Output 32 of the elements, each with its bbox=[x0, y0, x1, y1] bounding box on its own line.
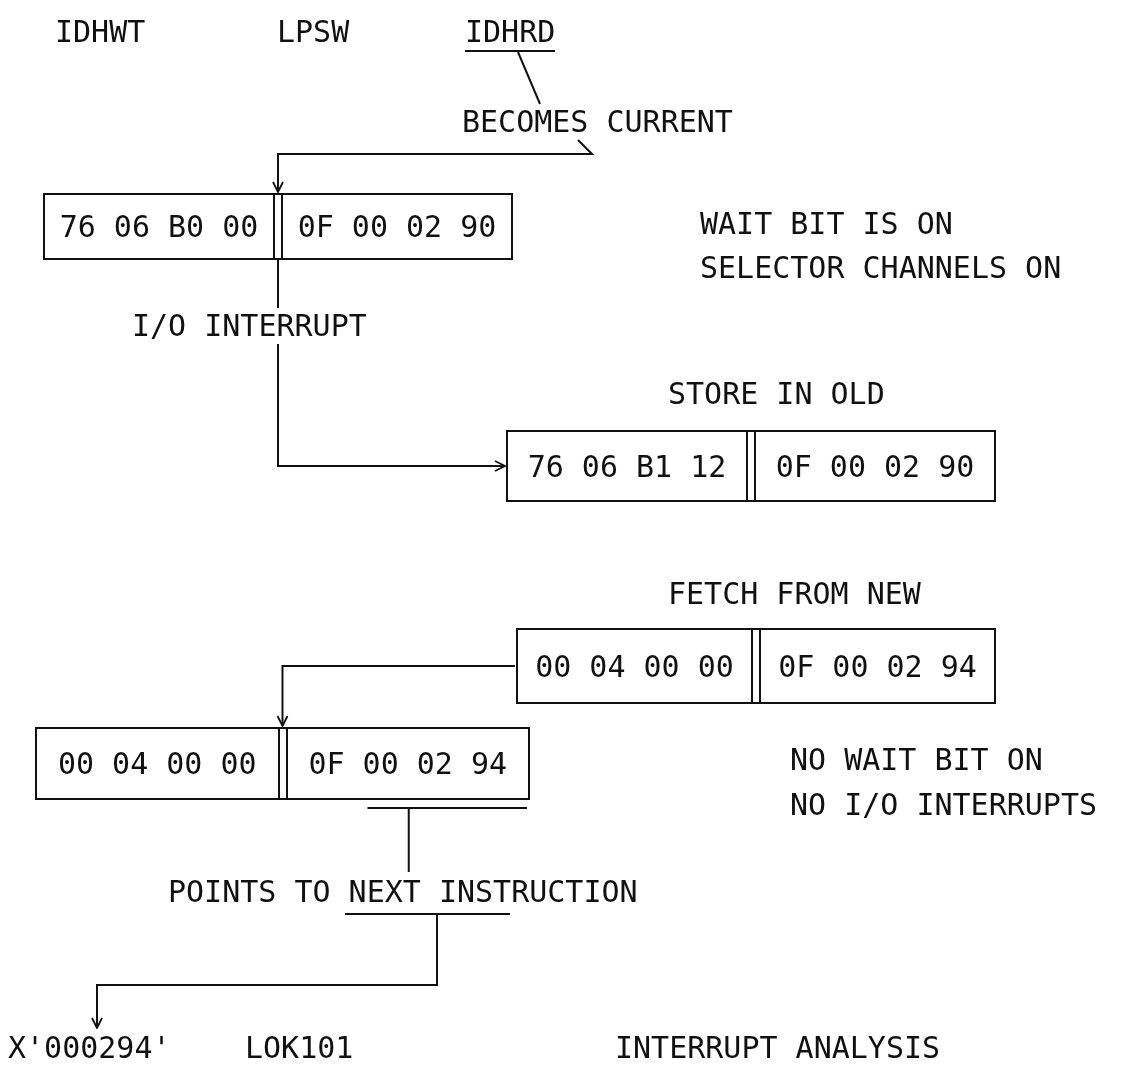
note-text: NO I/O INTERRUPTS bbox=[790, 787, 1098, 823]
hex-value: 00 04 00 00 bbox=[56, 746, 258, 781]
arrow bbox=[277, 259, 506, 472]
annotation-text: POINTS TO NEXT INSTRUCTION bbox=[168, 874, 638, 910]
step-caption: FETCH FROM NEW bbox=[668, 576, 921, 612]
leader-line bbox=[517, 51, 541, 105]
hex-value: 0F 00 02 94 bbox=[307, 746, 509, 781]
arrow bbox=[91, 913, 511, 1029]
note-text: SELECTOR CHANNELS ON bbox=[700, 250, 1062, 286]
arrow bbox=[272, 139, 595, 193]
register-box bbox=[516, 628, 996, 704]
hex-value: 0F 00 02 90 bbox=[774, 448, 976, 484]
note-text: WAIT BIT IS ON bbox=[700, 206, 953, 242]
hex-value: 76 06 B1 12 bbox=[526, 448, 728, 484]
register-box bbox=[43, 193, 513, 260]
register-label: IDHWT bbox=[55, 14, 146, 50]
annotation-text: IDHRD bbox=[465, 14, 556, 52]
hex-value: 00 04 00 00 bbox=[534, 648, 735, 684]
register-label: LOK101 bbox=[245, 1030, 354, 1066]
register-label: LPSW bbox=[277, 14, 350, 50]
register-box bbox=[35, 727, 530, 800]
arrow bbox=[276, 665, 516, 727]
leader-line bbox=[366, 807, 528, 873]
hex-value: 0F 00 02 94 bbox=[777, 648, 978, 684]
annotation-text: X'000294' bbox=[8, 1030, 171, 1066]
note-text: NO WAIT BIT ON bbox=[790, 742, 1043, 778]
annotation-text: BECOMES CURRENT bbox=[462, 104, 733, 140]
hex-value: 0F 00 02 90 bbox=[296, 209, 498, 244]
register-box bbox=[506, 430, 996, 502]
hex-value: 76 06 B0 00 bbox=[58, 209, 260, 244]
caption-text: INTERRUPT ANALYSIS bbox=[615, 1030, 941, 1066]
step-caption: STORE IN OLD bbox=[668, 376, 885, 412]
